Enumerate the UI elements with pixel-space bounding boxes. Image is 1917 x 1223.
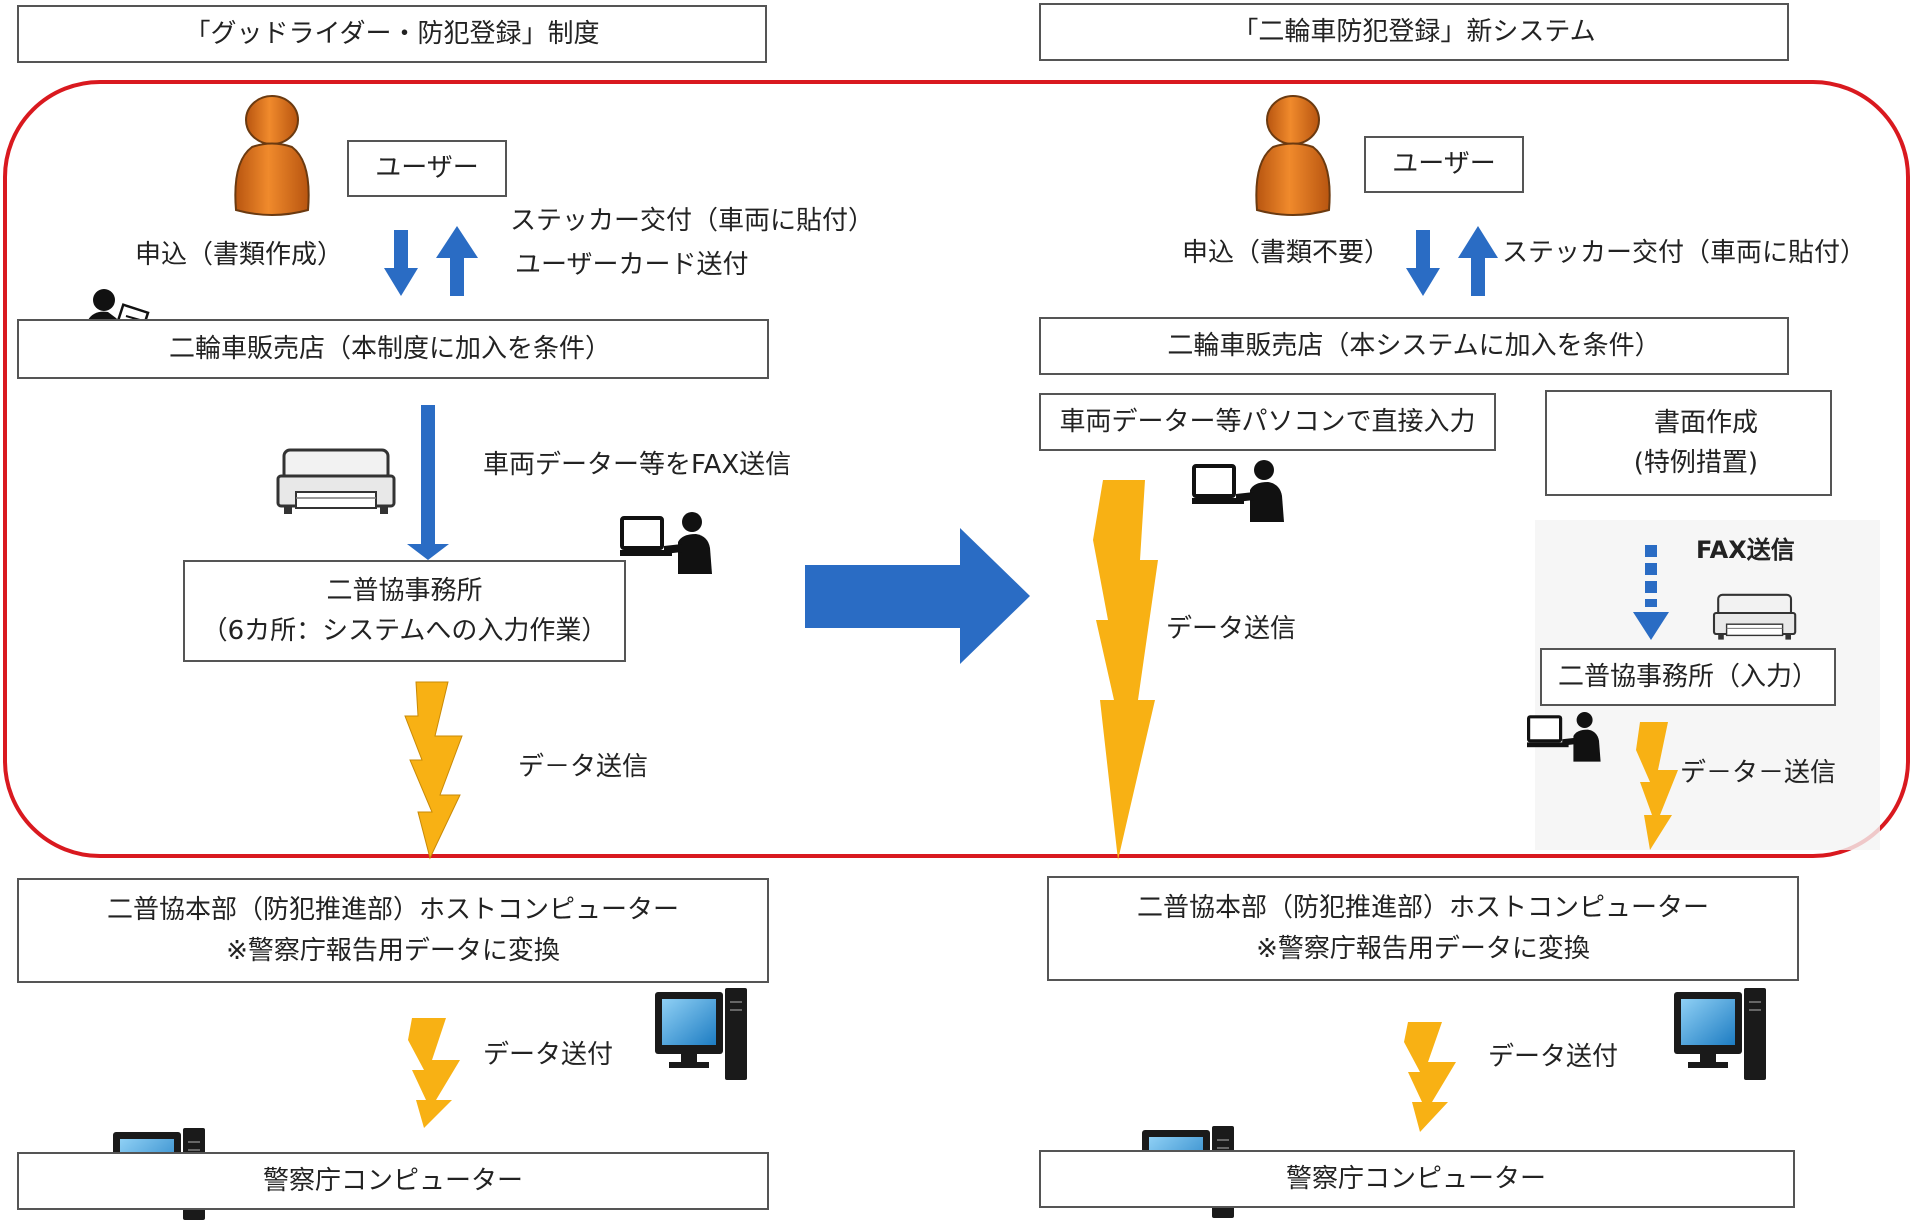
left-hq-box: 二普協本部（防犯推進部）ホストコンピューター ※警察庁報告用データに変換 [17,878,769,983]
red-frame [3,80,1910,858]
left-shop-box: 二輪車販売店（本制度に加入を条件） [17,319,769,379]
left-data-send-text: デ－タ送信 [518,752,649,782]
right-direct-input-box: 車両データー等パソコンで直接入力 [1039,393,1496,451]
right-office-input-box: 二普協事務所（入力） [1540,648,1836,706]
right-sticker-text: ステッカー交付（車両に貼付） [1502,238,1867,268]
lightning-bolt-icon [408,1018,460,1128]
left-data-forward-text: データ送付 [483,1040,614,1070]
left-police-box: 警察庁コンピューター [17,1152,769,1210]
lightning-bolt-icon [1404,1022,1456,1132]
right-user-label: ユーザー [1364,136,1524,193]
lightning-bolt-icon [404,681,463,860]
left-header: 「グッドライダー・防犯登録」制度 [17,5,767,63]
lightning-bolt-icon [1636,722,1678,850]
down-arrow-icon [1406,230,1440,296]
desktop-computer-icon [654,987,748,1081]
left-card-text: ユーザーカード送付 [515,250,749,280]
right-docs-box: 書面作成 (特例措置) [1545,390,1832,496]
big-right-arrow [805,528,1030,664]
user-person-icon [234,95,310,216]
desktop-computer-icon [1673,987,1767,1081]
laptop-person-icon [1190,458,1286,524]
left-apply-text: 申込（書類作成） [135,240,344,270]
right-hq-box: 二普協本部（防犯推進部）ホストコンピューター ※警察庁報告用データに変換 [1047,876,1799,981]
right-data-send-text: データ送信 [1166,614,1297,644]
lightning-bolt-icon [1093,480,1158,860]
fax-icon [1712,593,1797,641]
up-arrow-icon [436,226,478,296]
dashed-down-arrow-icon [1633,545,1669,640]
right-fax-send-text: FAX送信 [1696,536,1795,564]
right-data-forward-text: データ送付 [1488,1042,1619,1072]
right-apply-text: 申込（書類不要） [1182,238,1391,268]
right-data-send2-text: デ－タ－送信 [1680,758,1837,788]
right-police-box: 警察庁コンピューター [1039,1150,1795,1208]
left-office-box: 二普協事務所 （6カ所：システムへの入力作業） [183,560,626,662]
up-arrow-icon [1458,226,1498,296]
laptop-person-icon [618,510,714,576]
left-user-label: ユーザー [347,140,507,197]
fax-icon [276,448,396,516]
right-header: 「二輪車防犯登録」新システム [1039,3,1789,61]
down-arrow-icon [384,230,418,296]
user-person-icon [1255,95,1331,216]
left-fax-text: 車両データー等をFAX送信 [483,450,792,480]
left-sticker-text: ステッカー交付（車両に貼付） [510,206,875,236]
long-down-arrow-icon [407,405,449,560]
right-shop-box: 二輪車販売店（本システムに加入を条件） [1039,317,1789,375]
